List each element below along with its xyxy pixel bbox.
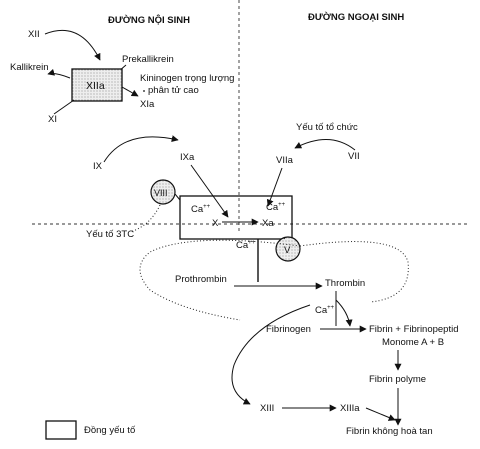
- viia-to-complex-arrow: [266, 167, 283, 207]
- kininogen-bullet: [143, 90, 145, 92]
- thrombin-feedback-dotted-loop: [139, 239, 409, 321]
- thrombin-to-xiii-curve: [231, 304, 311, 405]
- kallikrein-label: Kallikrein: [10, 62, 49, 73]
- factor-xii-label: XII: [28, 29, 40, 40]
- ca-label-2: Ca++: [266, 202, 286, 213]
- ca-superscript-2: ++: [278, 202, 286, 208]
- thrombin-to-fibrinogen-arrow: [335, 299, 353, 327]
- prothrombin-label: Prothrombin: [175, 274, 227, 285]
- extrinsic-pathway-title: ĐƯỜNG NGOẠI SINH: [308, 11, 404, 23]
- tissue-factor-label: Yếu tố tổ chức: [296, 122, 358, 133]
- ca-label-3: Ca++: [236, 240, 256, 251]
- legend-cofactor-label: Đồng yếu tố: [84, 425, 136, 436]
- ca-superscript-3: ++: [248, 240, 256, 246]
- factor-ix-label: IX: [93, 161, 103, 172]
- ca-label-1: Ca++: [191, 204, 211, 215]
- ixa-to-x-arrow: [190, 164, 229, 218]
- cofactor-circle-v: [275, 236, 301, 262]
- factor-xa-label: Xa: [262, 218, 274, 229]
- fibrinogen-label: Fibrinogen: [266, 324, 311, 335]
- xiiia-to-insoluble-arrow: [365, 407, 396, 421]
- factor-xi-label: XI: [48, 114, 57, 125]
- factor-xiia-label: XIIa: [86, 80, 105, 92]
- factor-viia-label: VIIa: [276, 155, 294, 166]
- viii-dotted-link: [129, 204, 161, 233]
- kininogen-label-line1: Kininogen trọng lượng: [140, 73, 234, 84]
- fibrin-fibrinopeptid-label: Fibrin + Fibrinopeptid: [369, 324, 459, 335]
- cofactor-circle-viii: [150, 179, 176, 205]
- ca-superscript-1: ++: [203, 204, 211, 210]
- factor-vii-label: VII: [348, 151, 360, 162]
- ca-label-4: Ca++: [315, 305, 335, 316]
- cofactor-box-xiia: [71, 68, 123, 102]
- v-connector: [283, 236, 286, 240]
- vii-to-viia-arrow: [294, 139, 356, 151]
- viii-connector: [174, 193, 181, 201]
- intrinsic-pathway-title: ĐƯỜNG NỘI SINH: [108, 14, 190, 26]
- factor-xiii-label: XIII: [260, 403, 274, 414]
- ix-to-ixa-arrow: [103, 135, 179, 163]
- xi-line: [53, 99, 75, 115]
- xiia-to-xia-arrow: [121, 86, 139, 97]
- monome-label: Monome A + B: [382, 337, 444, 348]
- platelet-factor3-label: Yếu tố 3TC: [86, 229, 134, 240]
- factor-v-label: V: [284, 245, 291, 256]
- fibrin-polyme-label: Fibrin polyme: [369, 374, 426, 385]
- legend-cofactor-box: [45, 420, 77, 440]
- prekallikrein-label: Prekallikrein: [122, 54, 174, 65]
- x-activation-complex-box: [179, 195, 293, 240]
- factor-x-label: X: [212, 218, 219, 229]
- factor-xia-label: XIa: [140, 99, 155, 110]
- factor-viii-label: VIII: [154, 188, 168, 198]
- factor-xiiia-label: XIIIa: [340, 403, 360, 414]
- thrombin-label: Thrombin: [325, 278, 365, 289]
- kininogen-label-line2: phân tử cao: [148, 85, 199, 96]
- ca-superscript-4: ++: [327, 305, 335, 311]
- fibrin-insoluble-label: Fibrin không hoà tan: [346, 426, 433, 437]
- to-kallikrein-arrow: [47, 68, 71, 79]
- xii-to-xiia-arrow: [44, 29, 101, 61]
- factor-ixa-label: IXa: [180, 152, 195, 163]
